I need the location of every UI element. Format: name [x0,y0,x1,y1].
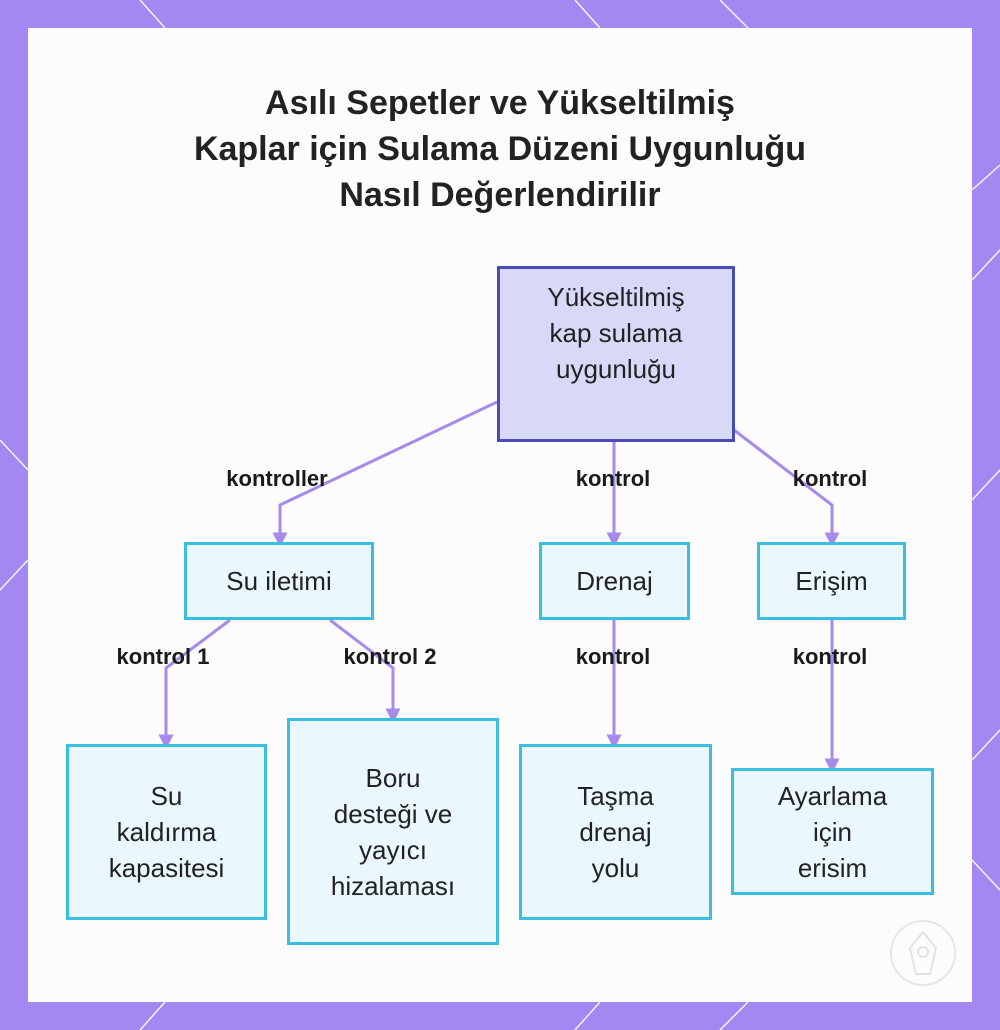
edge-label-drain-overflow: kontrol [575,644,651,669]
node-overflow-drain: Taşma drenaj yolu [519,744,712,920]
node-pipe-line: desteği ve [333,798,453,829]
edge-label-root-access: kontrol [792,466,868,491]
edge-root-access [733,428,840,548]
edge-label-water-pipe: kontrol 2 [343,644,437,669]
node-adjust-line: Ayarlama [777,780,888,811]
node-lift-line: kapasitesi [108,853,225,883]
page-title: Asılı Sepetler ve Yükseltilmiş Kaplar iç… [100,80,900,218]
node-overflow-line: drenaj [579,817,652,847]
node-adjust-line: için [812,816,852,847]
node-root-line: Yükseltilmiş [547,282,685,312]
node-lift-line: Su [150,781,183,811]
node-pipe-line: yayıcı [359,834,427,865]
node-water-delivery: Su iletimi [184,542,374,620]
node-root: Yükseltilmiş kap sulama uygunluğu [497,266,735,442]
edge-water-pipe [329,618,401,724]
node-access-label: Erişim [795,566,868,596]
edge-label-access-adjust: kontrol [792,644,868,669]
node-root-line: uygunluğu [556,354,676,384]
node-adjust-access: Ayarlama için erisim [731,768,934,895]
title-line: Kaplar için Sulama Düzeni Uygunluğu [193,130,807,168]
node-lift-capacity: Su kaldırma kapasitesi [66,744,267,920]
node-overflow-line: Taşma [577,781,654,811]
edge-water-lift [158,618,231,750]
edge-label-water-lift: kontrol 1 [116,644,210,669]
edge-root-water [272,400,498,548]
node-drainage-label: Drenaj [576,566,653,596]
node-drainage: Drenaj [539,542,690,620]
node-overflow-line: yolu [591,853,640,883]
edge-label-root-drain: kontrol [575,466,651,491]
node-pipe-line: hizalaması [330,870,456,901]
node-adjust-line: erisim [797,852,868,883]
watermark-seal-icon [890,920,956,986]
edge-label-root-water: kontroller [226,466,328,491]
node-access: Erişim [757,542,906,620]
node-water-delivery-label: Su iletimi [226,566,332,596]
node-pipe-line: Boru [365,762,421,793]
title-line: Asılı Sepetler ve Yükseltilmiş [265,84,735,122]
node-pipe-support: Boru desteği ve yayıcı hizalaması [287,718,499,945]
title-line: Nasıl Değerlendirilir [339,176,661,214]
node-root-line: kap sulama [549,318,683,348]
node-lift-line: kaldırma [116,817,217,847]
